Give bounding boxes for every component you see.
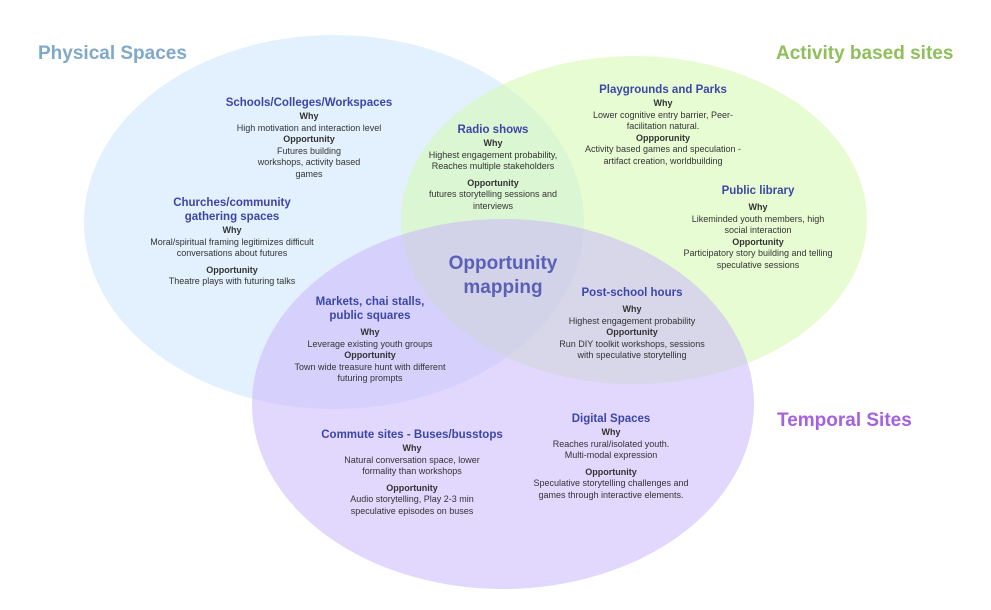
opportunity-text: Run DIY toolkit workshops, sessions with… [559,338,705,361]
opportunity-text: futures storytelling sessions and interv… [428,189,558,211]
opportunity-label: Opportunity [206,264,258,275]
why-text: Highest engagement probability, Reaches … [428,149,558,172]
why-label: Why [653,98,673,108]
temporal-sites-label: Temporal Sites [777,410,912,431]
node-title: Digital Spaces [571,413,651,425]
opportunity-label: Opportunity [283,134,335,144]
center-label: Opportunity mapping [448,253,558,298]
node-schools: Schools/Colleges/Workspaces Why High mot… [215,96,403,180]
opportunity-text: Audio storytelling, Play 2-3 min specula… [350,494,474,516]
node-commute-sites: Commute sites - Buses/busstops Why Natur… [316,428,508,517]
node-title: Radio shows [457,124,529,136]
opportunity-text: Town wide treasure hunt with different f… [294,361,446,384]
opportunity-label: Opportunity [732,236,784,247]
opportunity-label: Opportunity [386,482,438,493]
why-label: Why [622,304,642,314]
why-text: Natural conversation space, lower formal… [344,454,480,477]
why-text: Leverage existing youth groups [307,338,433,349]
why-label: Why [222,225,242,235]
opportunity-label: Opportunity [585,466,637,477]
temporal-sites-circle [252,219,754,589]
opportunity-label: Oppporunity [636,132,690,143]
why-label: Why [402,443,422,453]
opportunity-label: Opportunity [606,327,658,337]
node-title: Post-school hours [581,287,683,299]
activity-sites-label: Activity based sites [776,43,954,64]
opportunity-text: Futures building workshops, activity bas… [257,145,361,179]
opportunity-text: Participatory story building and telling… [683,248,833,270]
why-text: High motivation and interaction level [236,122,382,133]
why-label: Why [299,111,319,121]
opportunity-text: Speculative storytelling challenges and … [533,478,689,500]
opportunity-label: Opportunity [344,350,396,360]
why-text: Highest engagement probability [568,315,696,326]
node-public-library: Public library Why Likeminded youth memb… [678,184,838,271]
why-text: Lower cognitive entry barrier, Peer-faci… [592,109,734,132]
why-label: Why [601,427,621,437]
node-digital-spaces: Digital Spaces Why Reaches rural/isolate… [526,412,696,501]
node-radio-shows: Radio shows Why Highest engagement proba… [420,123,566,212]
node-post-school-hours: Post-school hours Why Highest engagement… [551,286,713,362]
why-label: Why [360,327,380,337]
node-title: Churches/community gathering spaces [173,197,291,223]
node-churches: Churches/community gathering spaces Why … [137,196,327,288]
node-title: Public library [721,185,795,197]
node-title: Markets, chai stalls, public squares [315,296,425,322]
why-label: Why [483,138,503,148]
why-text: Moral/spiritual framing legitimizes diff… [150,236,314,259]
opportunity-label: Opportunity [467,177,519,188]
node-title: Commute sites - Buses/busstops [321,429,503,441]
physical-spaces-label: Physical Spaces [38,43,187,64]
why-label: Why [748,202,768,212]
why-text: Likeminded youth members, high social in… [691,213,825,236]
node-title: Playgrounds and Parks [599,84,727,96]
opportunity-text: Activity based games and speculation - a… [584,144,742,166]
why-text: Reaches rural/isolated youth. Multi-moda… [552,438,670,461]
node-title: Schools/Colleges/Workspaces [225,97,393,109]
node-markets: Markets, chai stalls, public squares Why… [284,295,456,385]
opportunity-text: Theatre plays with futuring talks [168,276,296,286]
node-playgrounds: Playgrounds and Parks Why Lower cognitiv… [578,83,748,167]
